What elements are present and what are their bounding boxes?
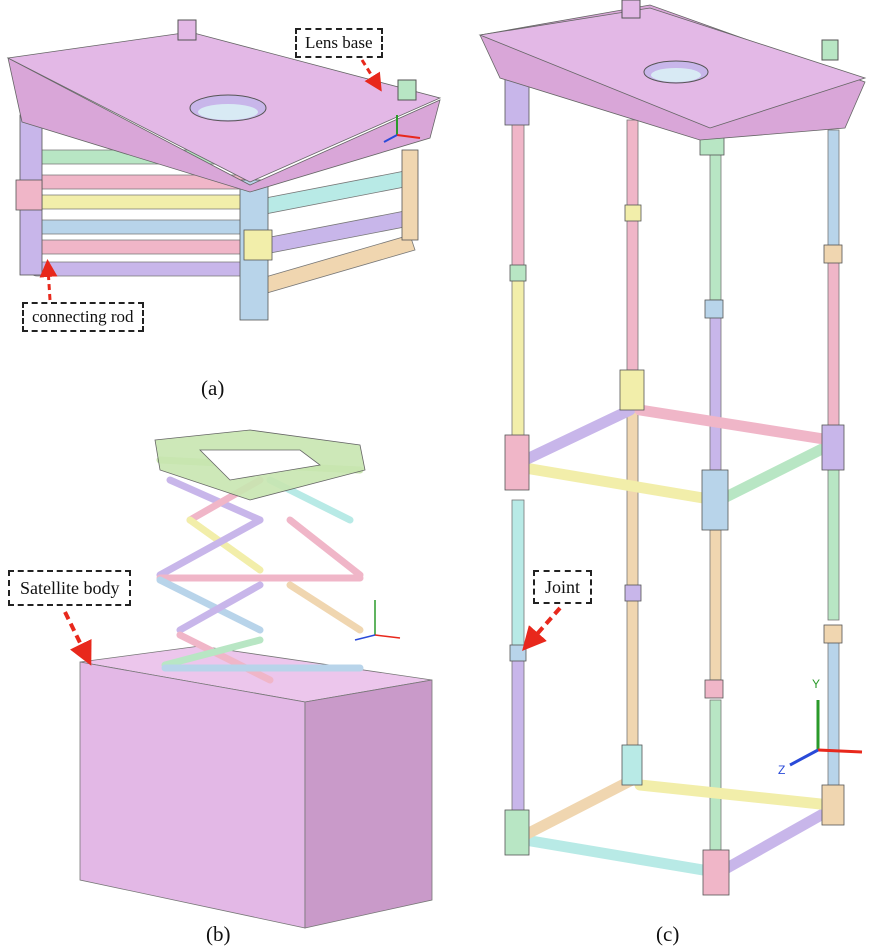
panel-b-model [63, 429, 433, 929]
lens-base-plate-c [478, 0, 867, 141]
connecting-rods-a [29, 149, 416, 296]
callout-satellite-body: Satellite body [8, 570, 132, 606]
lens-base-plate-a [6, 19, 442, 193]
axis-triad-b [354, 600, 401, 641]
caption-b: (b) [206, 922, 231, 946]
joint-arrow [522, 606, 562, 651]
callout-joint: Joint [533, 570, 593, 604]
axis-triad-c: Y Z [778, 677, 863, 777]
joints-c [504, 74, 845, 896]
axis-y-label: Y [812, 677, 820, 691]
horizontal-rods-c [519, 404, 836, 878]
axis-triad-a [383, 115, 421, 143]
joints-a [15, 114, 419, 321]
connecting-rod-arrow [39, 259, 58, 301]
axis-z-label: Z [778, 763, 785, 777]
satellite-body-arrow [63, 611, 92, 666]
callout-connecting-rod: connecting rod [22, 302, 144, 332]
panel-a-model [6, 19, 442, 321]
caption-c: (c) [656, 922, 680, 946]
panel-c-model: Y Z [478, 0, 867, 896]
vertical-rods-c [511, 89, 840, 851]
satellite-body-box [79, 645, 433, 929]
caption-a: (a) [201, 376, 225, 400]
callout-lens-base: Lens base [295, 28, 383, 58]
lens-base-arrow [360, 59, 382, 92]
